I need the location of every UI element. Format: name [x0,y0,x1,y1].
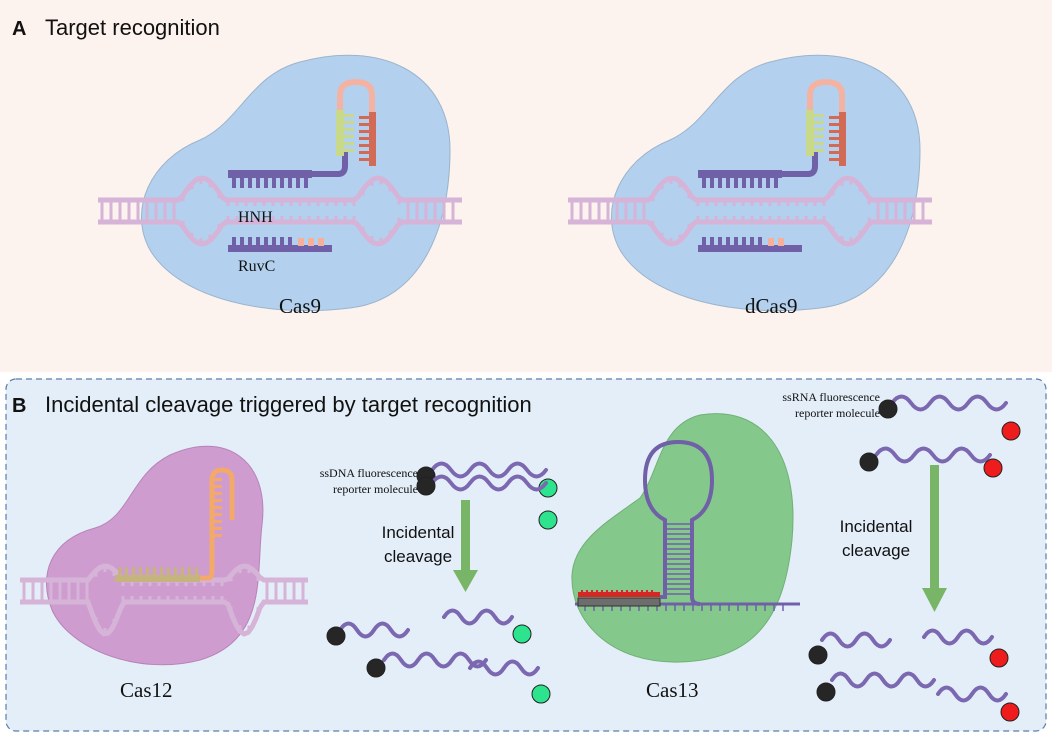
reporter-probes [326,394,1021,722]
cas13-caption: Cas13 [646,678,699,702]
hnh-label: HNH [238,209,273,226]
dcas9-guide-rna [698,78,846,252]
cas13-crrna [575,439,800,611]
ssdna-label-line1: ssDNA fluorescence [320,466,418,480]
arrow-label-right-line2: cleavage [842,541,910,560]
ruvc-label: RuvC [238,258,275,275]
panel-a-letter: A [12,18,26,40]
panel-b-letter: B [12,395,26,417]
arrow-label-right-line1: Incidental [840,517,913,536]
cleavage-arrow-right [922,465,947,612]
ssrna-label-line2: reporter molecule [795,406,880,420]
cleavage-arrow-left [453,500,478,592]
ssdna-label-line2: reporter molecule [333,482,418,496]
cas9-guide-rna [228,78,376,252]
cas12-caption: Cas12 [120,678,173,702]
cas12-crrna [115,467,235,582]
target-dna-dcas9 [568,175,932,247]
cas9-caption: Cas9 [279,294,321,318]
ssrna-label-line1: ssRNA fluorescence [782,390,880,404]
panel-a-title: Target recognition [45,15,220,40]
arrow-label-left-line1: Incidental [382,523,455,542]
target-dna-cas9 [98,175,462,247]
panel-b-title: Incidental cleavage triggered by target … [45,392,532,417]
arrow-label-left-line2: cleavage [384,547,452,566]
dcas9-caption: dCas9 [745,294,798,318]
cas12-protein [45,445,264,666]
